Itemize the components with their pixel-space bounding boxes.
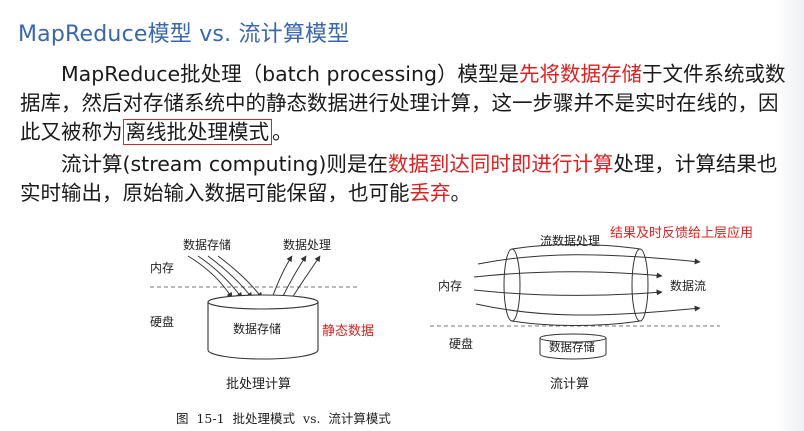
- batch-process-arrow: [281, 255, 307, 299]
- p2-highlight-compute-on-arrival: 数据到达同时即进行计算: [387, 152, 614, 176]
- stream-diagram: 流数据处理 内存 数据流 硬盘 数据存储 流计算: [430, 233, 720, 392]
- stream-flow-line: [473, 271, 663, 279]
- p1-boxed-offline-mode: 离线批处理模式: [122, 119, 272, 145]
- stream-flow-line: [473, 289, 663, 297]
- batch-process-arrow: [271, 255, 293, 299]
- batch-disk-label: 硬盘: [150, 314, 174, 329]
- batch-store-label: 数据存储: [183, 237, 231, 252]
- batch-store-arrow: [217, 255, 263, 299]
- stream-storage-drum-top: [539, 333, 607, 343]
- paragraph-batch: MapReduce批处理（batch processing）模型是先将数据存储于…: [20, 60, 796, 147]
- stream-tube-right-end: [631, 248, 649, 322]
- p1-text-a: MapReduce批处理（batch processing）模型是: [61, 62, 519, 86]
- batch-storage-drum: [207, 302, 319, 360]
- p1-text-c: 。: [272, 120, 293, 144]
- stream-processing-label: 流数据处理: [540, 233, 600, 248]
- batch-diagram-title: 批处理计算: [226, 377, 291, 392]
- stream-flow-label: 数据流: [670, 278, 706, 293]
- stream-memory-label: 内存: [438, 279, 462, 293]
- p2-highlight-discard: 丢弃: [409, 181, 451, 205]
- stream-tube-bottom: [511, 320, 641, 326]
- stream-disk-label: 硬盘: [449, 336, 473, 351]
- paragraph-stream: 流计算(stream computing)则是在数据到达同时即进行计算处理，计算…: [20, 150, 796, 208]
- batch-process-arrow: [291, 255, 321, 299]
- slide-title: MapReduce模型 vs. 流计算模型: [18, 22, 350, 47]
- batch-process-label: 数据处理: [283, 237, 331, 252]
- note-feedback: 结果及时反馈给上层应用: [610, 226, 754, 241]
- stream-tube-top: [511, 244, 641, 250]
- batch-store-arrow: [187, 255, 233, 299]
- stream-diagram-title: 流计算: [550, 377, 589, 392]
- stream-drum-label: 数据存储: [549, 340, 595, 354]
- note-static-data: 静态数据: [322, 324, 375, 339]
- batch-store-arrow: [197, 255, 243, 299]
- stream-tube-left-end: [503, 248, 521, 322]
- stream-flow-line: [477, 254, 701, 265]
- p2-text-a: 流计算(stream computing)则是在: [61, 152, 388, 176]
- p2-text-b: 处理，计算结果也实时输出，原始输入数据可能保留，也可能: [20, 152, 778, 205]
- p2-text-c: 。: [450, 181, 472, 205]
- p1-text-b: 于文件系统或数据库，然后对存储系统中的静态数据进行处理计算，这一步骤并不是实时在…: [20, 62, 786, 144]
- batch-diagram: 数据存储 数据处理 内存 硬盘 数据存储 批处理计算: [150, 237, 360, 392]
- batch-memory-label: 内存: [150, 261, 174, 275]
- batch-storage-drum-top: [207, 294, 319, 310]
- p1-highlight-store-first: 先将数据存储: [518, 62, 642, 86]
- stream-flow-line: [475, 303, 701, 316]
- batch-store-arrow: [207, 255, 253, 299]
- right-edge-shading: [774, 0, 804, 431]
- figure-caption: 图 15-1 批处理模式 vs. 流计算模式: [176, 411, 391, 426]
- stream-storage-drum: [539, 338, 607, 360]
- batch-drum-label: 数据存储: [233, 321, 281, 336]
